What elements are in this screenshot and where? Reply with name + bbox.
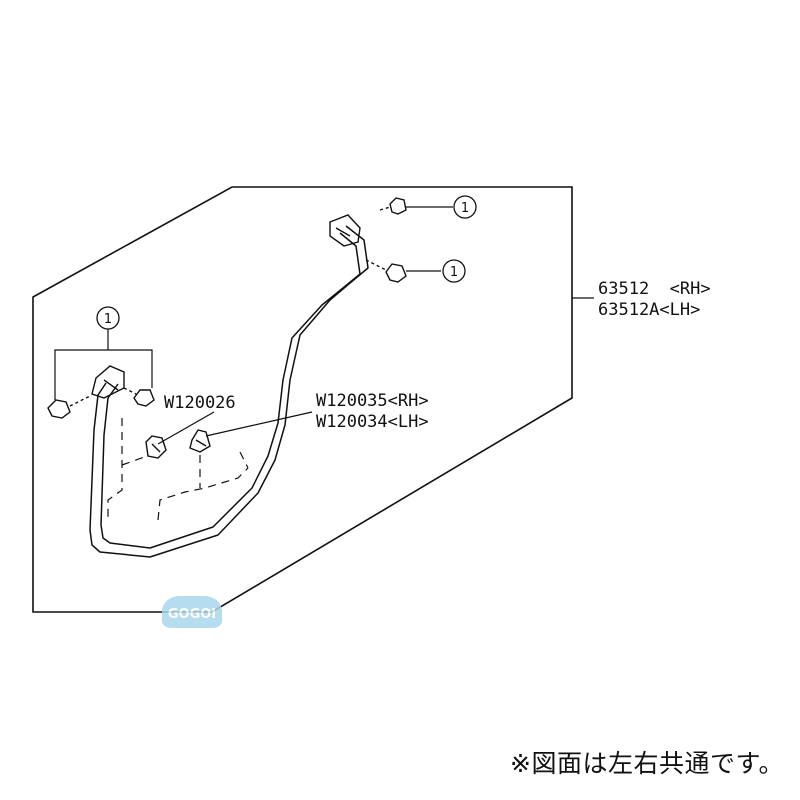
part-w120034-lh: W120034<LH>	[316, 412, 429, 432]
callout-1-upper: 1	[406, 195, 477, 219]
leader-lines	[157, 297, 594, 445]
clip-top-2	[365, 259, 407, 283]
callout-1-left: 1	[54, 306, 153, 400]
clip-left-1	[47, 395, 91, 419]
watermark-text: GOGOI	[168, 607, 216, 622]
door-weatherstrip	[89, 225, 369, 558]
lower-bracket	[91, 365, 125, 399]
footnote-note: ※図面は左右共通です。	[510, 749, 784, 778]
part-w120026: W120026	[164, 393, 236, 413]
callout-number-2: 1	[450, 265, 458, 280]
diagram-frame	[32, 186, 573, 613]
part-w120035-rh: W120035<RH>	[316, 391, 429, 411]
part-63512a-lh: 63512A<LH>	[598, 300, 700, 320]
clip-w120035	[189, 429, 211, 453]
clip-w120026	[145, 435, 167, 459]
callout-1-middle: 1	[406, 259, 466, 283]
clip-left-2	[123, 387, 155, 407]
watermark-logo: GOGOI	[162, 596, 222, 628]
part-63512-rh: 63512 <RH>	[598, 279, 711, 299]
upper-bracket	[329, 214, 361, 247]
clip-top-1	[379, 197, 407, 215]
callout-number-1: 1	[461, 201, 469, 216]
callout-number-3: 1	[104, 312, 112, 327]
phantom-lines	[107, 418, 249, 521]
